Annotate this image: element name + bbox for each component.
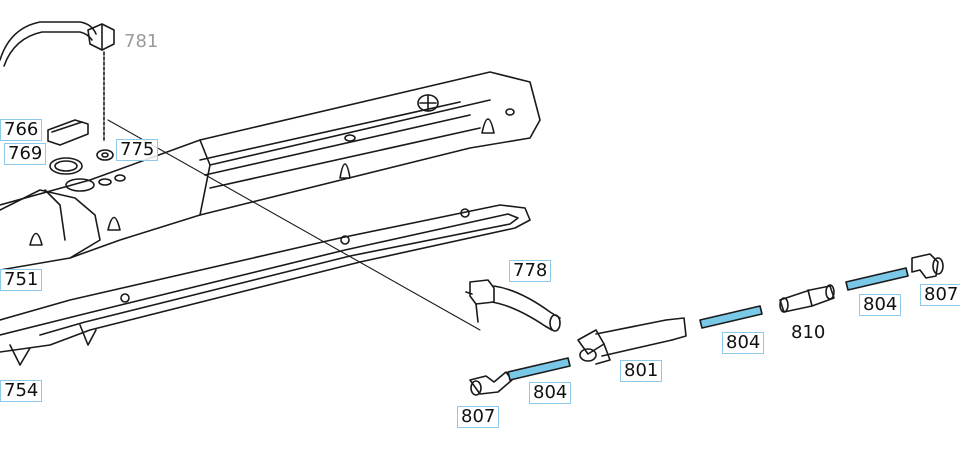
callout-807-bottom: 807 [457, 406, 500, 428]
valve-cover [0, 71, 541, 271]
cover-gasket [0, 204, 531, 366]
callout-766: 766 [0, 119, 43, 141]
callout-781: 781 [124, 31, 159, 52]
callout-775: 775 [116, 139, 159, 161]
callout-804-bottom: 804 [529, 382, 572, 404]
callout-778: 778 [509, 260, 552, 282]
part-804-tubes [507, 267, 909, 381]
vent-hose [0, 21, 115, 141]
callout-807-right: 807 [920, 284, 960, 306]
part-801-tee-pipe [577, 317, 687, 365]
callout-804-right: 804 [859, 294, 902, 316]
part-810-fitting [779, 284, 835, 313]
callout-754: 754 [0, 380, 43, 402]
part-778-elbow-hose [465, 279, 561, 332]
part-807-elbow-left [469, 371, 513, 396]
callout-804-middle: 804 [722, 332, 765, 354]
callout-751: 751 [0, 269, 43, 291]
part-807-elbow-right [911, 253, 944, 279]
leader-line [107, 119, 481, 331]
callout-810: 810 [791, 322, 826, 343]
oil-filler-cap [47, 119, 114, 175]
callout-769: 769 [4, 143, 47, 165]
callout-801: 801 [620, 360, 663, 382]
